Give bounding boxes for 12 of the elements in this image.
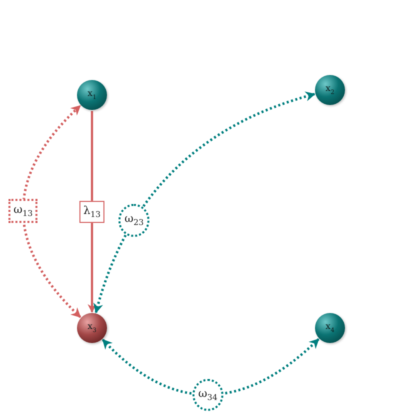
edge-label: ω$_{23}$ — [118, 204, 150, 236]
sphere-node: x$_{3}$ — [77, 313, 107, 343]
sphere-node: x$_{4}$ — [315, 313, 345, 343]
edge-label: ω$_{34}$ — [192, 378, 224, 411]
edge-label: ω$_{13}$ — [8, 198, 38, 223]
arrow — [102, 338, 320, 396]
arrow — [94, 92, 316, 314]
sphere-node: x$_{1}$ — [77, 80, 107, 110]
sphere-node: x$_{2}$ — [315, 75, 345, 105]
arrow — [22, 104, 82, 318]
arrow — [88, 111, 96, 313]
edge-label: λ$_{13}$ — [79, 200, 105, 223]
